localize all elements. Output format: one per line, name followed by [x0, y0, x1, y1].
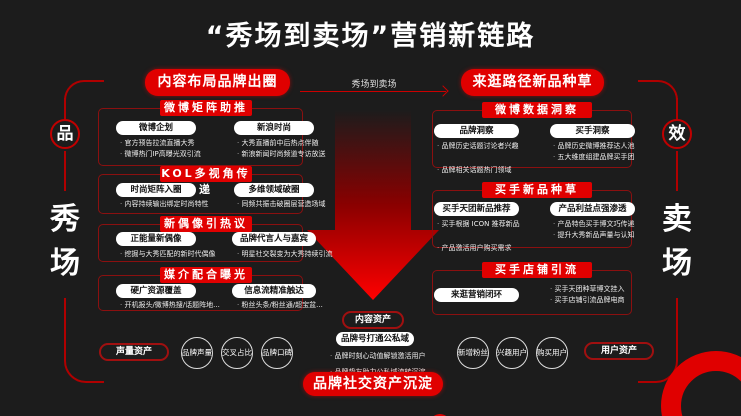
- pill-public-private: 品牌号打通公私域: [336, 332, 414, 346]
- bullet: 大秀直播前中后热点伴随: [237, 137, 318, 149]
- bullet: 买手店铺引流品牌电商: [550, 294, 624, 306]
- bullet: 品牌历史话题讨论者兴趣: [437, 140, 532, 152]
- pill-multi-domain: 多维领域破圈: [234, 183, 314, 197]
- bullet: 产品特色买手博文巧传递: [553, 218, 634, 230]
- bullet: 官方预告拉流直播大秀: [120, 137, 194, 149]
- pill-new-idol: 正能量新偶像: [116, 232, 196, 246]
- bullet: 明星社交裂变为大秀持续引流: [237, 248, 332, 260]
- pill-hard-ads: 硬广资源覆盖: [116, 284, 196, 298]
- final-pill: 品牌社交资产沉淀: [303, 372, 443, 396]
- title-rest: 营销新链路: [390, 21, 536, 52]
- arrow-label: 秀场到卖场: [351, 80, 397, 90]
- bullet: 开机报头/微博热搜/话题阵地...: [120, 299, 219, 311]
- bullet: 提升大秀新品声量与认知: [553, 229, 634, 241]
- right-bracket-line: [676, 98, 678, 120]
- section-title: 微博数据洞察: [482, 102, 592, 118]
- bullet: 挖掘与大秀匹配的新时代偶像: [120, 248, 215, 260]
- bullet: 微博热门IP高曝光双引流: [120, 148, 200, 160]
- title-highlight: “秀场到卖场”: [206, 14, 391, 53]
- right-bracket-bottom: [638, 298, 678, 383]
- section-title: 买手店铺引流: [482, 262, 592, 278]
- xiu-char: 秀: [50, 202, 80, 237]
- pill-fashion-matrix: 时尚矩阵入圈: [116, 183, 196, 197]
- page-title: “秀场到卖场”营销新链路: [0, 14, 741, 53]
- user-asset-pill: 用户资产: [584, 342, 654, 360]
- chang-char: 场: [662, 246, 692, 281]
- mai-char: 卖: [662, 202, 692, 237]
- left-header-pill: 内容布局品牌出圈: [145, 69, 290, 96]
- bullet: 买手根据 ICON 推荐新品: [437, 218, 532, 230]
- section-title: 新偶像引热议: [160, 216, 252, 232]
- content-asset-pill: 内容资产: [342, 311, 404, 329]
- right-arrow-icon: [300, 91, 446, 92]
- bullet: 五大维度组建品牌买手团: [553, 151, 634, 163]
- right-bracket-line: [676, 151, 678, 191]
- pill-weibo-plan: 微博企划: [116, 121, 196, 135]
- pill-product-benefit: 产品利益点强渗透: [550, 202, 635, 216]
- left-bracket-top: [64, 80, 104, 100]
- bullet: 品牌相关话题热门领域: [437, 164, 511, 176]
- bullet: 粉丝头条/粉丝通/超宝盆...: [237, 299, 322, 311]
- metric-ring: 交叉占比: [221, 337, 253, 369]
- pin-circle-label: 品: [50, 119, 80, 149]
- down-arrow-icon: [307, 110, 439, 300]
- bullet: 新浪新闻时尚频道专访放送: [237, 148, 325, 160]
- section-title: 买手新品种草: [482, 182, 592, 198]
- section-title: KOL多视角传递: [160, 166, 252, 196]
- pill-feed: 信息流精准触达: [232, 284, 316, 298]
- pill-brand-insight: 品牌洞察: [434, 124, 519, 138]
- bullet: 品牌历史微博推荐达人池: [553, 140, 634, 152]
- metric-ring: 购买用户: [536, 337, 568, 369]
- pill-closed-loop: 来逛营销闭环: [434, 288, 519, 302]
- pill-buyer-insight: 买手洞察: [550, 124, 635, 138]
- bullet: 买手天团种草博文挂入: [550, 283, 624, 295]
- bullet: 同频共振击破圈层营造场域: [237, 198, 325, 210]
- voice-asset-pill: 声量资产: [99, 343, 169, 361]
- left-bracket-line: [64, 98, 66, 120]
- bullet: 内容持续输出绑定时尚特性: [120, 198, 208, 210]
- left-bracket-bottom: [64, 298, 104, 383]
- pill-buyer-recommend: 买手天团新品推荐: [434, 202, 519, 216]
- right-header-pill: 来逛路径新品种草: [461, 69, 604, 96]
- pill-spokesperson: 品牌代言人与嘉宾: [232, 232, 316, 246]
- section-title: 媒介配合曝光: [160, 267, 252, 283]
- left-bracket-line: [64, 151, 66, 191]
- metric-ring: 品牌口碑: [261, 337, 293, 369]
- bullet: 品牌时刻心动值解锁激活用户: [330, 350, 425, 362]
- right-bracket-top: [638, 80, 678, 100]
- metric-ring: 品牌声量: [181, 337, 213, 369]
- decorative-dot: [430, 414, 450, 416]
- pill-sina-fashion: 新浪时尚: [234, 121, 314, 135]
- metric-ring: 新增粉丝: [457, 337, 489, 369]
- xiao-circle-label: 效: [662, 119, 692, 149]
- chang-char: 场: [50, 246, 80, 281]
- section-title: 微博矩阵助推: [160, 100, 252, 116]
- metric-ring: 兴趣用户: [496, 337, 528, 369]
- bullet: 产品激活用户购买需求: [437, 242, 532, 254]
